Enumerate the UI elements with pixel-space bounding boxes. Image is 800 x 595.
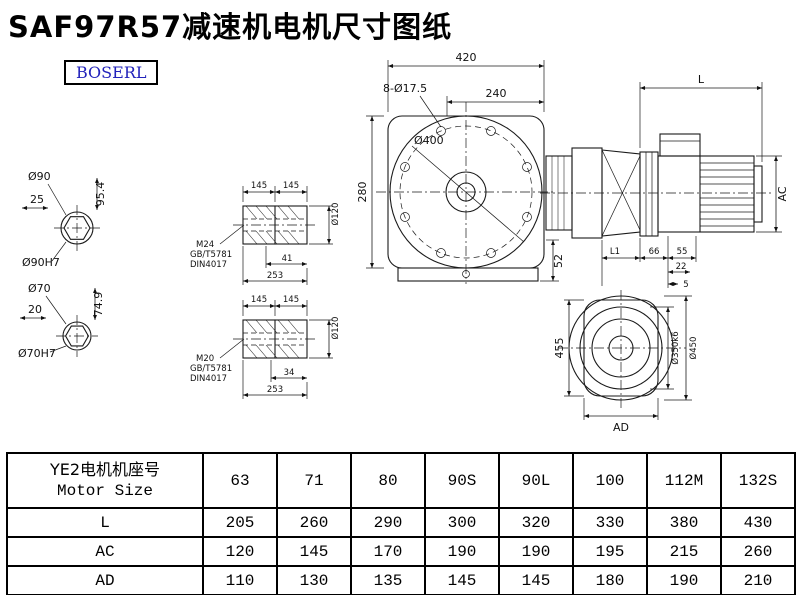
size-cell: 132S	[720, 452, 796, 509]
row-label-L: L	[6, 507, 204, 538]
dim-120-bottom: Ø120	[330, 317, 341, 340]
dim-145-b: 145	[283, 181, 299, 191]
row-label-AC: AC	[6, 536, 204, 567]
value-cell: 120	[202, 536, 278, 567]
dim-22: 22	[676, 262, 687, 272]
size-cell: 90L	[498, 452, 574, 509]
size-cell: 112M	[646, 452, 722, 509]
page-title: SAF97R57减速机电机尺寸图纸	[8, 10, 453, 44]
technical-drawing: 420 240 8-Ø17.5 Ø400 280 52	[18, 51, 789, 434]
table-row-L: L 205 260 290 300 320 330 380 430	[6, 507, 796, 538]
dim-450: Ø450	[688, 337, 699, 360]
size-cell: 90S	[424, 452, 500, 509]
boserl-logo: BOSERL	[64, 60, 159, 85]
size-cell: 71	[276, 452, 352, 509]
dim-AD: AD	[613, 421, 629, 434]
dim-145-c: 145	[251, 295, 267, 305]
dim-253-top: 253	[267, 271, 283, 281]
flange-view-dimensions: 455 Ø350k6 Ø450 AD	[553, 295, 699, 434]
std-din-bottom: DIN4017	[190, 374, 227, 384]
flange-view	[558, 290, 686, 408]
dim-20: 20	[28, 303, 42, 316]
shaft-end-view-90: Ø90 25 95.4 Ø90H7	[22, 170, 107, 269]
value-cell: 145	[498, 565, 574, 595]
dim-90h7: Ø90H7	[22, 256, 60, 269]
dim-25: 25	[30, 193, 44, 206]
dim-420: 420	[456, 51, 477, 64]
value-cell: 210	[720, 565, 796, 595]
value-cell: 180	[572, 565, 648, 595]
dim-52: 52	[552, 254, 565, 268]
dim-L1: L1	[610, 247, 620, 257]
thread-m20: M20	[196, 354, 214, 364]
value-cell: 145	[276, 536, 352, 567]
row-label-AD: AD	[6, 565, 204, 595]
dim-74-9: 74.9	[92, 292, 105, 317]
front-view	[376, 102, 556, 284]
table-row-AC: AC 120 145 170 190 190 195 215 260	[6, 536, 796, 567]
hollow-shaft-m20: 145 145 Ø120 M20 GB/T5781 DIN4017	[190, 295, 341, 399]
value-cell: 135	[350, 565, 426, 595]
value-cell: 190	[498, 536, 574, 567]
dim-120-top: Ø120	[330, 203, 341, 226]
motor-size-header-cn: YE2电机机座号	[49, 459, 161, 479]
dim-8-holes: 8-Ø17.5	[383, 82, 427, 95]
dim-34: 34	[284, 368, 295, 378]
dim-95-4: 95.4	[94, 182, 107, 207]
value-cell: 110	[202, 565, 278, 595]
boserl-logo-text: BOSERL	[76, 63, 147, 82]
dim-400: Ø400	[414, 134, 444, 147]
side-view	[540, 133, 772, 239]
value-cell: 260	[276, 507, 352, 538]
value-cell: 195	[572, 536, 648, 567]
value-cell: 130	[276, 565, 352, 595]
value-cell: 430	[720, 507, 796, 538]
dim-350k6: Ø350k6	[670, 331, 681, 364]
motor-size-header: YE2电机机座号 Motor Size	[6, 452, 204, 509]
value-cell: 290	[350, 507, 426, 538]
value-cell: 190	[646, 565, 722, 595]
dim-145-d: 145	[283, 295, 299, 305]
size-cell: 63	[202, 452, 278, 509]
value-cell: 215	[646, 536, 722, 567]
front-view-dimensions: 420 240 8-Ø17.5 Ø400 280 52	[356, 51, 565, 282]
dim-5: 5	[683, 280, 688, 290]
std-din-top: DIN4017	[190, 260, 227, 270]
side-view-dimensions: L AC L1 66 55 22 5	[601, 73, 789, 290]
dim-L: L	[698, 73, 705, 86]
dim-d70: Ø70	[28, 282, 51, 295]
motor-size-header-en: Motor Size	[56, 482, 153, 501]
thread-m24: M24	[196, 240, 214, 250]
dim-AC: AC	[776, 186, 789, 201]
dim-70h7: Ø70H7	[18, 347, 56, 360]
dim-240: 240	[486, 87, 507, 100]
value-cell: 190	[424, 536, 500, 567]
table-header-row: YE2电机机座号 Motor Size 63 71 80 90S 90L 100…	[6, 452, 796, 509]
dim-66: 66	[649, 247, 660, 257]
dim-145-a: 145	[251, 181, 267, 191]
dimension-table-wrap: YE2电机机座号 Motor Size 63 71 80 90S 90L 100…	[6, 452, 796, 595]
table-row-AD: AD 110 130 135 145 145 180 190 210	[6, 565, 796, 595]
value-cell: 260	[720, 536, 796, 567]
dimension-table: YE2电机机座号 Motor Size 63 71 80 90S 90L 100…	[6, 452, 796, 595]
value-cell: 145	[424, 565, 500, 595]
dim-41: 41	[282, 254, 293, 264]
value-cell: 330	[572, 507, 648, 538]
size-cell: 100	[572, 452, 648, 509]
dim-455: 455	[553, 338, 566, 359]
dim-55: 55	[677, 247, 688, 257]
dim-d90: Ø90	[28, 170, 51, 183]
value-cell: 320	[498, 507, 574, 538]
dim-280: 280	[356, 182, 369, 203]
std-gb-bottom: GB/T5781	[190, 364, 232, 374]
dim-253-bottom: 253	[267, 385, 283, 395]
value-cell: 380	[646, 507, 722, 538]
size-cell: 80	[350, 452, 426, 509]
shaft-end-view-70: Ø70 20 74.9 Ø70H7	[18, 282, 105, 360]
value-cell: 205	[202, 507, 278, 538]
std-gb-top: GB/T5781	[190, 250, 232, 260]
value-cell: 300	[424, 507, 500, 538]
value-cell: 170	[350, 536, 426, 567]
hollow-shaft-m24: 145 145 Ø120 M24 GB/T5781 DIN4017	[190, 181, 341, 285]
